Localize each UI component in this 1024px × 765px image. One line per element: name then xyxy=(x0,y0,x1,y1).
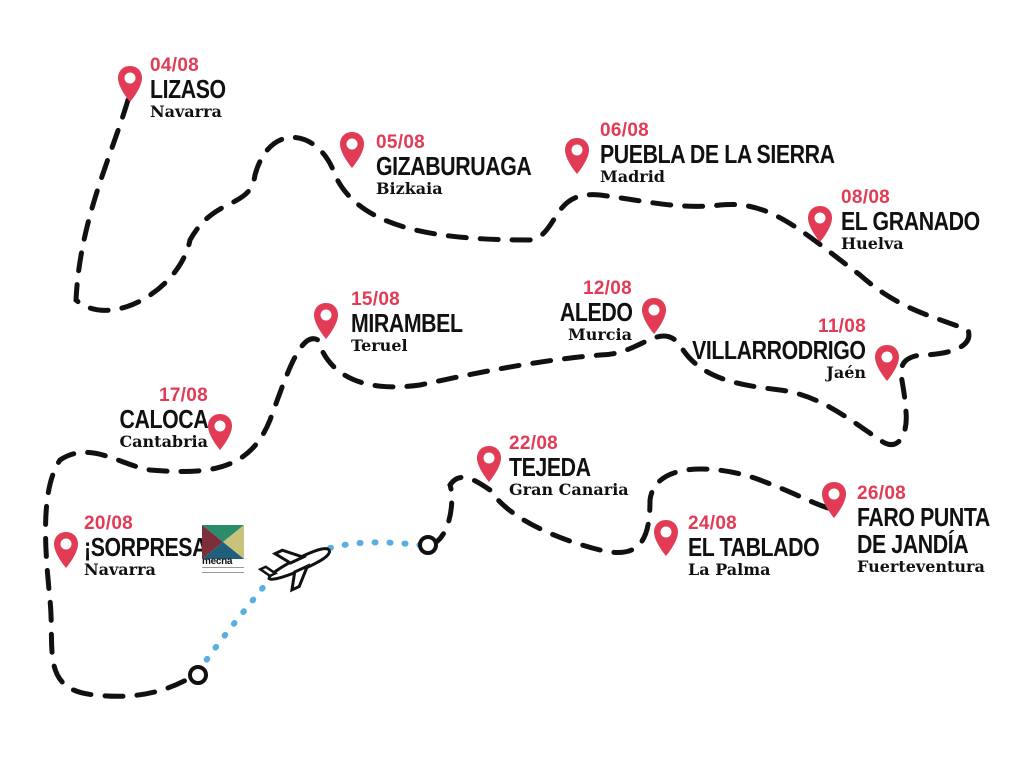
stop-region: Huelva xyxy=(841,234,904,253)
stop-aledo: 12/08 ALEDO Murcia xyxy=(544,278,632,344)
map-pin-icon xyxy=(820,480,848,520)
stop-tejeda: 22/08 TEJEDA Gran Canaria xyxy=(509,434,629,498)
stop-place: EL TABLADO xyxy=(688,532,820,562)
stop-place-line2: DE JANDÍA xyxy=(857,529,969,559)
stop-place: ¡SORPRESA! xyxy=(84,532,214,562)
stop-region: Murcia xyxy=(568,325,632,344)
stop-region: Navarra xyxy=(84,560,156,579)
stop-place: ALEDO xyxy=(559,297,632,327)
stop-date: 05/08 xyxy=(376,132,426,153)
stop-mirambel: 15/08 MIRAMBEL Teruel xyxy=(351,290,487,354)
map-pin-icon xyxy=(873,343,901,383)
stop-place: CALOCA xyxy=(119,404,208,434)
stop-date: 11/08 xyxy=(818,316,866,337)
route-path-islands xyxy=(427,466,838,556)
mecna-tagline xyxy=(202,567,244,573)
stop-place: GIZABURUAGA xyxy=(376,151,532,181)
map-pin-icon xyxy=(640,296,668,336)
stop-date: 06/08 xyxy=(600,120,650,141)
stop-date: 22/08 xyxy=(509,433,559,454)
stop-date: 08/08 xyxy=(841,187,891,208)
stop-villarrodrigo: 11/08 VILLARRODRIGO Jaén xyxy=(654,317,866,381)
stop-place: MIRAMBEL xyxy=(351,308,463,338)
map-pin-icon xyxy=(116,64,144,104)
stop-place-line1: FARO PUNTA xyxy=(857,502,990,532)
flight-start-marker xyxy=(188,665,208,685)
stop-region: Cantabria xyxy=(119,432,208,451)
flight-path xyxy=(195,539,423,675)
stop-date: 26/08 xyxy=(857,483,907,504)
map-pin-icon xyxy=(52,530,80,570)
map-pin-icon xyxy=(563,136,591,176)
stop-el-granado: 08/08 EL GRANADO Huelva xyxy=(841,188,1010,252)
stop-region: Navarra xyxy=(150,102,222,121)
stop-region: Gran Canaria xyxy=(509,480,629,499)
stop-place: TEJEDA xyxy=(509,452,591,482)
stop-region: Madrid xyxy=(600,167,665,186)
map-pin-icon xyxy=(338,130,366,170)
mecna-wordmark: mecna xyxy=(202,556,233,567)
map-pin-icon xyxy=(312,301,340,341)
route-path-peninsula xyxy=(43,97,972,699)
stop-region: Bizkaia xyxy=(376,179,443,198)
airplane-icon xyxy=(257,547,331,593)
stop-puebla-de-la-sierra: 06/08 PUEBLA DE LA SIERRA Madrid xyxy=(600,121,886,185)
mecna-logo-mark xyxy=(202,525,244,559)
stop-lizaso: 04/08 LIZASO Navarra xyxy=(150,56,242,120)
map-pin-icon xyxy=(206,412,234,452)
stop-region: La Palma xyxy=(688,560,771,579)
stop-place: LIZASO xyxy=(150,74,226,104)
stop-region: Jaén xyxy=(826,363,866,382)
stop-place: PUEBLA DE LA SIERRA xyxy=(600,139,835,169)
stop-date: 24/08 xyxy=(688,513,738,534)
stop-el-tablado: 24/08 EL TABLADO La Palma xyxy=(688,514,848,578)
stop-place: VILLARRODRIGO xyxy=(692,335,866,365)
mecna-logo: mecna xyxy=(202,525,244,573)
stop-gizaburuaga: 05/08 GIZABURUAGA Bizkaia xyxy=(376,133,566,197)
stop-sorpresa: 20/08 ¡SORPRESA! Navarra xyxy=(84,514,242,578)
stop-date: 15/08 xyxy=(351,289,401,310)
map-pin-icon xyxy=(475,444,503,484)
stop-place: EL GRANADO xyxy=(841,206,980,236)
stop-date: 17/08 xyxy=(158,385,208,406)
map-pin-icon xyxy=(806,204,834,244)
stop-faro-punta-de-jandia: 26/08 FARO PUNTA DE JANDÍA Fuerteventura xyxy=(857,484,1019,575)
stop-date: 12/08 xyxy=(582,278,632,299)
stop-region: Teruel xyxy=(351,336,408,355)
flight-end-marker xyxy=(418,535,438,555)
map-pin-icon xyxy=(652,518,680,558)
stop-date: 04/08 xyxy=(150,55,200,76)
stop-date: 20/08 xyxy=(84,513,134,534)
stop-region: Fuerteventura xyxy=(857,557,985,576)
stop-caloca: 17/08 CALOCA Cantabria xyxy=(100,386,208,450)
